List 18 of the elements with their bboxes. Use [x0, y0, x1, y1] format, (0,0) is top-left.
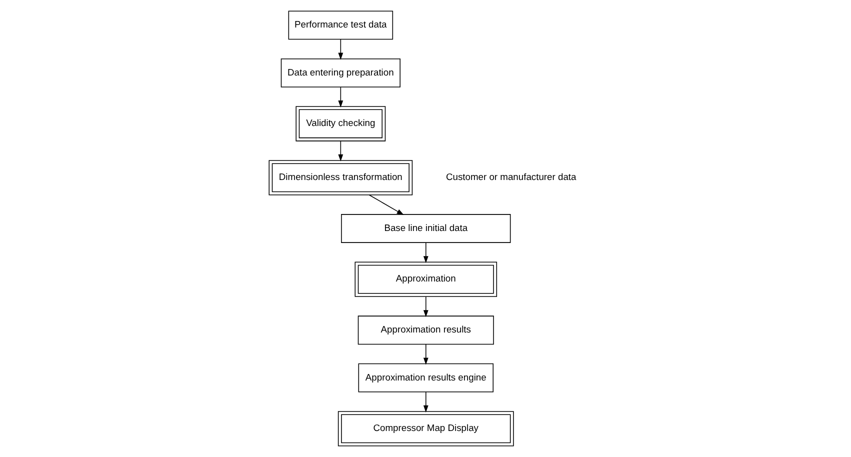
arrow — [423, 344, 428, 365]
arrow — [338, 86, 344, 108]
node-box: Data entering preparation — [280, 58, 400, 88]
label: Customer or manufacturer data — [446, 172, 576, 182]
node-box: Approximation results engine — [358, 363, 494, 392]
arrow — [338, 38, 344, 60]
node-box: Approximation results — [358, 316, 494, 345]
node-box: Approximation — [354, 262, 498, 297]
arrow — [423, 392, 428, 412]
arrow — [423, 296, 428, 318]
node-box: Compressor Map Display — [338, 411, 514, 446]
arrow — [338, 140, 344, 162]
node-box: Validity checking — [296, 106, 386, 142]
arrow — [368, 194, 404, 215]
node-box: Base line initial data — [341, 214, 511, 243]
arrow — [423, 242, 428, 264]
node-box: Performance test data — [288, 10, 394, 40]
node-box: Dimensionless transformation — [268, 160, 413, 196]
